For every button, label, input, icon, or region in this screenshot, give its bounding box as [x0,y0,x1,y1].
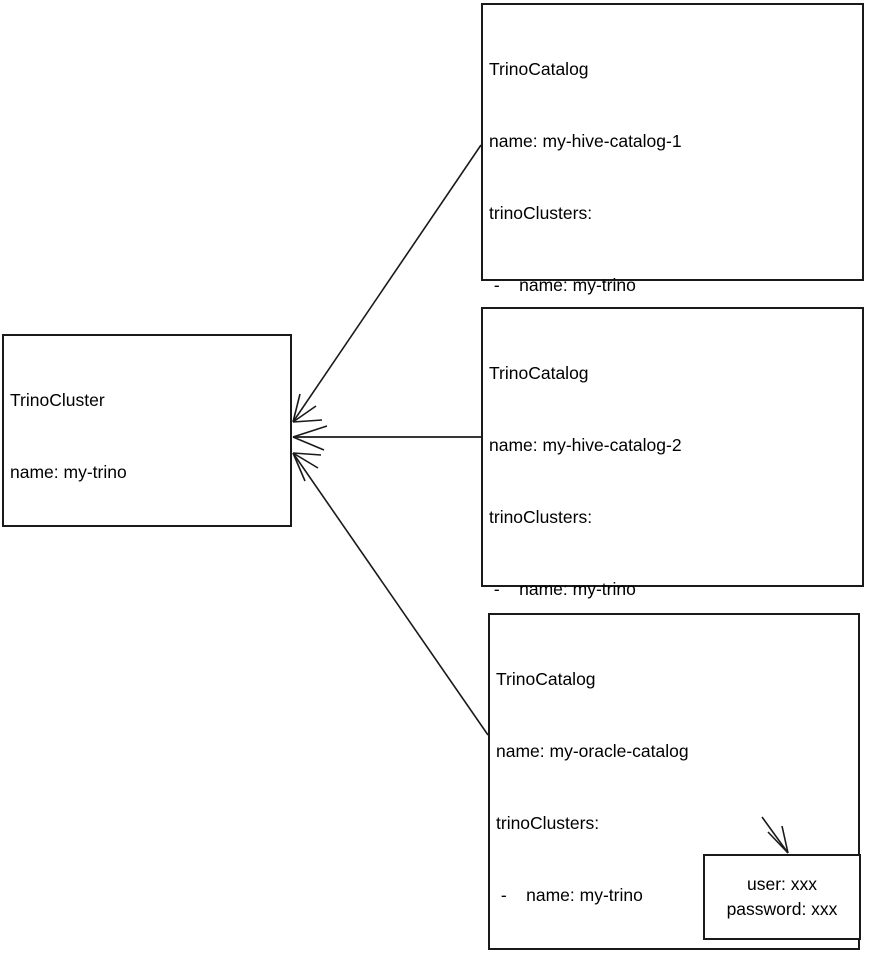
catalog2-line-cluster-ref: - name: my-trino [489,579,636,599]
catalog1-line-name: name: my-hive-catalog-1 [489,131,682,151]
trino-catalog-node-oracle[interactable]: TrinoCatalog name: my-oracle-catalog tri… [488,613,861,950]
secret-line-user: user: xxx [746,874,818,894]
connector-catalog2-to-cluster [292,425,481,451]
catalog1-line-cluster-ref: - name: my-trino [489,275,636,295]
catalog3-line-name: name: my-oracle-catalog [496,741,689,761]
catalog2-line-kind: TrinoCatalog [489,363,589,383]
catalog3-line-kind: TrinoCatalog [496,669,596,689]
connector-catalog3-to-cluster [292,452,489,736]
trino-cluster-node[interactable]: TrinoCluster name: my-trino [2,334,292,527]
trino-catalog-oracle-text: TrinoCatalog name: my-oracle-catalog tri… [496,619,856,954]
trino-catalog-node-hive-2[interactable]: TrinoCatalog name: my-hive-catalog-2 tri… [481,307,864,887]
oracle-credentials-secret-box[interactable]: user: xxx password: xxx [703,854,861,940]
cluster-line-name: name: my-trino [10,462,127,482]
catalog1-line-clusters: trinoClusters: [489,203,593,223]
catalog1-line-kind: TrinoCatalog [489,59,589,79]
trino-cluster-text: TrinoCluster name: my-trino [10,340,288,532]
catalog3-line-cluster-ref: - name: my-trino [496,885,643,905]
trino-catalog-node-hive-1[interactable]: TrinoCatalog name: my-hive-catalog-1 tri… [481,3,864,655]
secret-line-password: password: xxx [726,899,838,919]
catalog3-line-clusters: trinoClusters: [496,813,600,833]
cluster-line-kind: TrinoCluster [10,390,105,410]
connector-catalog1-to-cluster [292,144,482,423]
catalog2-line-clusters: trinoClusters: [489,507,593,527]
catalog2-line-name: name: my-hive-catalog-2 [489,435,682,455]
